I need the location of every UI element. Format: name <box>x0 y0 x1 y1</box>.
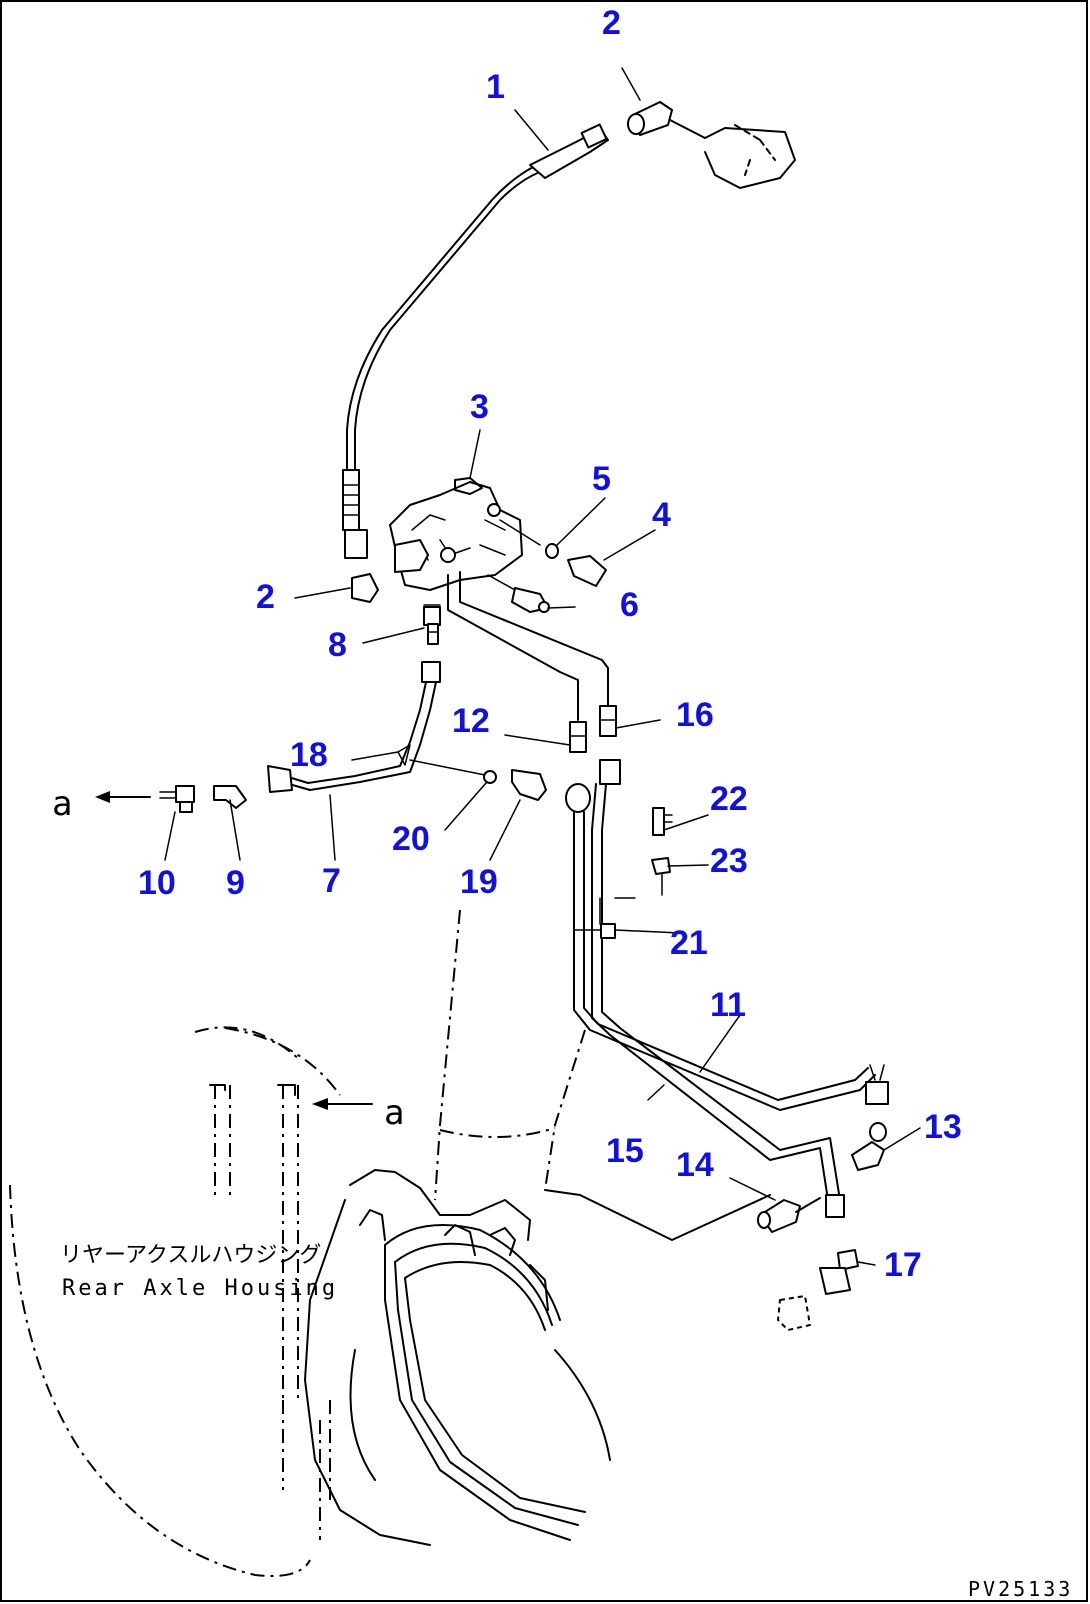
callout-16: 16 <box>676 696 714 734</box>
callout-11: 11 <box>710 986 746 1024</box>
hose-7 <box>267 661 486 793</box>
brake-pipes-11-15 <box>565 759 889 1218</box>
callout-3: 3 <box>470 388 489 426</box>
callout-4: 4 <box>652 496 671 534</box>
connectors-12-16 <box>569 705 617 753</box>
callout-20: 20 <box>392 820 430 858</box>
callout-13: 13 <box>924 1108 962 1146</box>
drawing-code: PV25133 <box>968 1577 1073 1601</box>
reference-arrow-right <box>312 1098 373 1110</box>
callout-7: 7 <box>322 862 341 900</box>
reference-arrow-left <box>95 791 151 803</box>
callout-18: 18 <box>290 736 328 774</box>
rear-axle-housing-drawing <box>9 909 771 1577</box>
callout-22: 22 <box>710 780 748 818</box>
fittings-19-20 <box>483 769 547 801</box>
fittings-2-8 <box>351 573 441 645</box>
reference-a-right: a <box>384 1093 404 1133</box>
brake-hose-upper <box>342 123 609 559</box>
fittings-4-5-6 <box>487 519 607 613</box>
relay-valve <box>389 477 609 721</box>
callout-21: 21 <box>670 924 708 962</box>
callout-14: 14 <box>676 1146 714 1184</box>
fittings-9-10 <box>159 785 247 813</box>
housing-label-en: Rear Axle Housing <box>62 1276 338 1301</box>
callout-17: 17 <box>884 1246 922 1284</box>
callout-12: 12 <box>452 702 490 740</box>
bracket-block <box>627 101 796 189</box>
callout-2-top: 2 <box>602 4 621 42</box>
bolts-22-23 <box>651 807 673 896</box>
reference-a-left: a <box>52 784 72 824</box>
callout-8: 8 <box>328 626 347 664</box>
callout-9: 9 <box>226 864 245 902</box>
callout-6: 6 <box>620 586 639 624</box>
callout-2-lower: 2 <box>256 578 275 616</box>
callout-15: 15 <box>606 1132 644 1170</box>
housing-label-jp: リヤーアクスルハウジング <box>60 1243 321 1268</box>
callout-1: 1 <box>486 68 505 106</box>
leader-lines <box>164 67 921 1266</box>
callout-5: 5 <box>592 460 611 498</box>
fittings-13-14-17 <box>757 1122 887 1331</box>
callout-10: 10 <box>138 864 176 902</box>
callout-19: 19 <box>460 863 498 901</box>
callout-23: 23 <box>710 842 748 880</box>
